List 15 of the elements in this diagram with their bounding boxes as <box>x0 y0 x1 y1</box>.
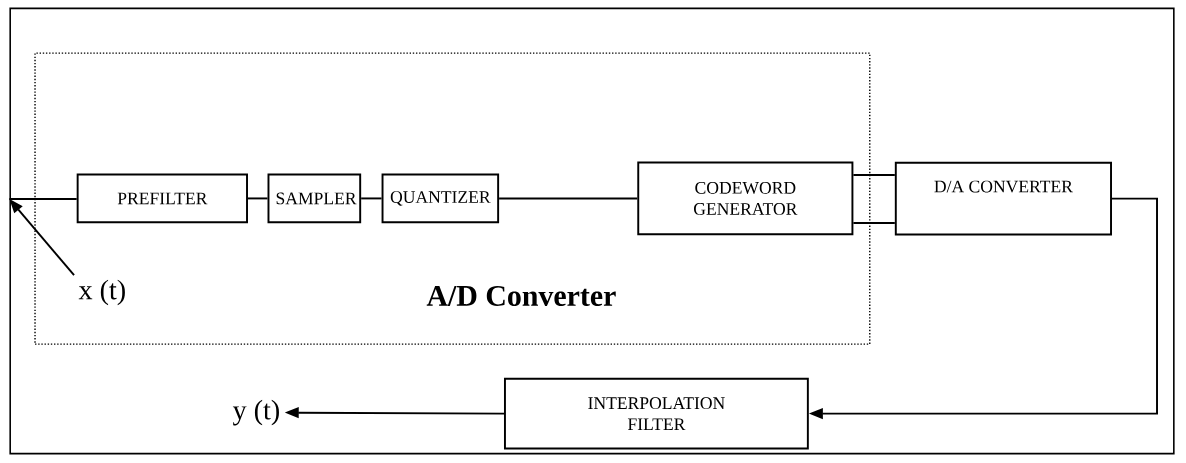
process-box: CODEWORD GENERATOR <box>637 161 854 236</box>
connector-line <box>852 174 896 176</box>
connector-line <box>8 198 78 200</box>
connector-line <box>247 197 269 200</box>
process-box: D/A CONVERTER <box>894 161 1112 236</box>
connector-line <box>498 197 639 200</box>
process-box: SAMPLER <box>267 173 362 224</box>
process-box: QUANTIZER <box>381 173 500 224</box>
signal-label: x (t) <box>78 279 125 306</box>
process-box: INTERPOLATION FILTER <box>504 377 809 450</box>
connector-line <box>852 222 896 224</box>
signal-label: y (t) <box>232 399 279 426</box>
connector-line <box>360 197 383 200</box>
process-box: PREFILTER <box>76 173 248 224</box>
outer-frame <box>9 7 1175 455</box>
